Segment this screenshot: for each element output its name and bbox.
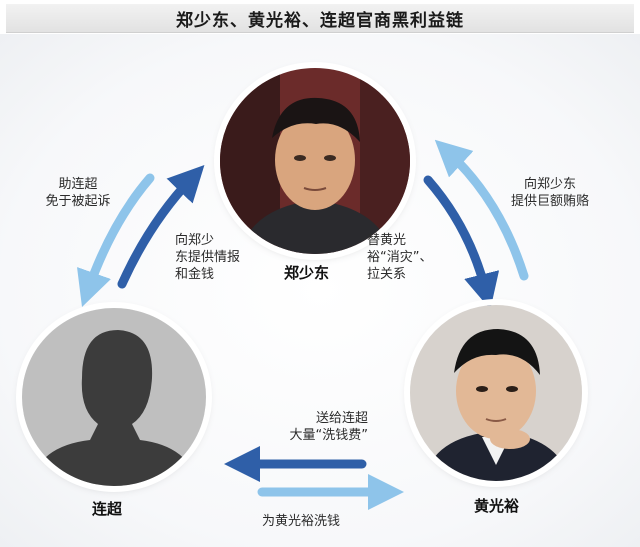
relation-huang-to-lian: 送给连超 大量“洗钱费” <box>289 411 368 443</box>
diagram-title: 郑少东、黄光裕、连超官商黑利益链 <box>176 10 464 31</box>
relation-lian-to-zheng: 向郑少 东提供情报 和金钱 <box>175 233 241 282</box>
relation-lian-to-huang: 为黄光裕洗钱 <box>262 514 341 529</box>
relation-zheng-to-lian: 助连超 免于被起诉 <box>45 177 111 209</box>
person-photo-icon <box>410 305 582 481</box>
silhouette-icon <box>22 308 206 486</box>
portrait-zheng <box>220 68 410 254</box>
name-huang: 黄光裕 <box>474 497 520 515</box>
relation-huang-to-zheng: 向郑少东 提供巨额贿赂 <box>510 177 589 209</box>
name-zheng: 郑少东 <box>284 264 330 282</box>
name-lian: 连超 <box>92 500 123 518</box>
portrait-huang <box>410 305 582 481</box>
relation-zheng-to-huang: 替黄光 裕“消灾”、 拉关系 <box>367 233 433 282</box>
title-bar: 郑少东、黄光裕、连超官商黑利益链 <box>6 4 634 33</box>
person-photo-icon <box>220 68 410 254</box>
portrait-lian <box>22 308 206 486</box>
